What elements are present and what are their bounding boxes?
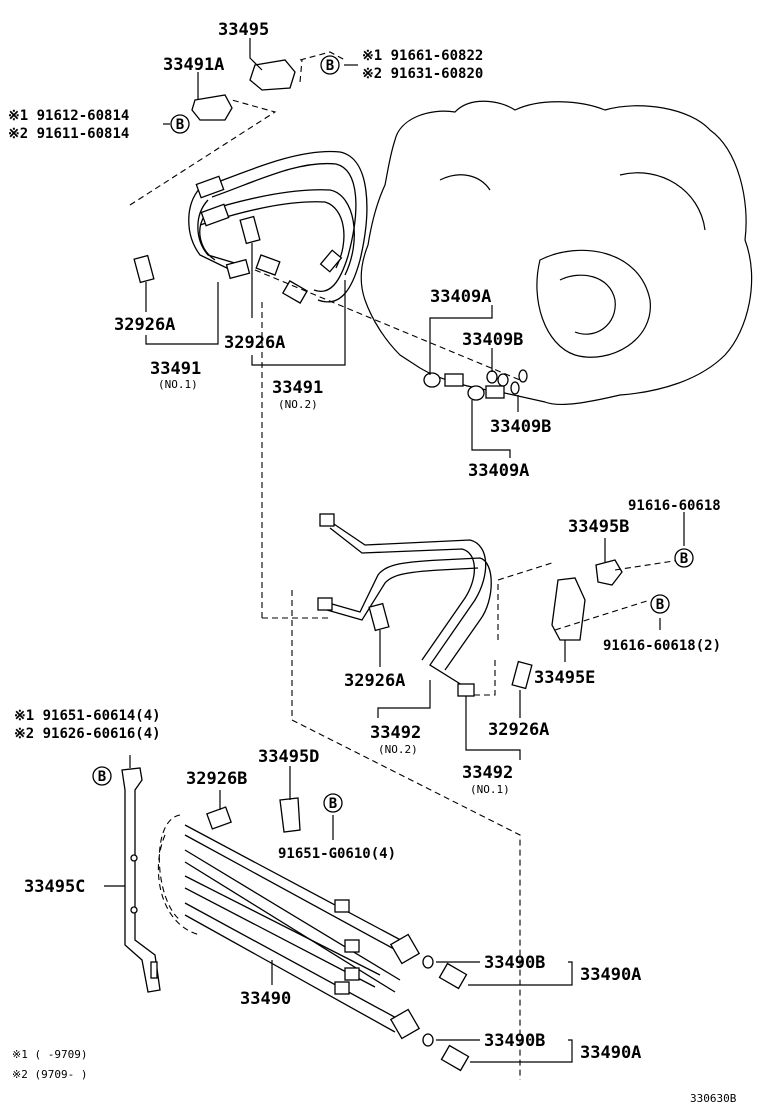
sleeve-32926A-mid-left — [368, 602, 390, 632]
label-bolt-top-1: ※1 91661-60822 — [362, 48, 483, 64]
bolt-marker-33495C: B — [92, 766, 112, 786]
label-33409B-top: 33409B — [462, 330, 523, 350]
label-32926B: 32926B — [186, 769, 247, 789]
label-33495D: 33495D — [258, 747, 319, 767]
svg-text:B: B — [98, 769, 106, 785]
svg-text:B: B — [656, 597, 664, 613]
label-33490B-upper: 33490B — [484, 953, 545, 973]
label-33492-no2: 33492 — [370, 723, 421, 743]
fittings-33409 — [423, 369, 528, 401]
bracket-33495C — [121, 767, 161, 993]
label-33409B-bottom: 33409B — [490, 417, 551, 437]
label-33491-no1: 33491 — [150, 359, 201, 379]
label-33490A-lower: 33490A — [580, 1043, 641, 1063]
label-32926A-upper-right: 32926A — [224, 333, 285, 353]
label-91616-60618-2: 91616-60618(2) — [603, 638, 721, 654]
label-91616-60618-top: 91616-60618 — [628, 498, 721, 514]
transmission-housing — [360, 100, 753, 406]
label-33490: 33490 — [240, 989, 291, 1009]
bolt-marker-33495D: B — [323, 793, 343, 813]
bolt-marker-top: B — [320, 55, 340, 75]
hose-33491 — [188, 150, 368, 304]
tubes-33492 — [317, 513, 492, 697]
label-bolt-mid-1: ※1 91651-60614(4) — [14, 708, 161, 724]
label-33495: 33495 — [218, 20, 269, 40]
bracket-33495D — [279, 797, 301, 833]
leader-lines — [104, 38, 685, 1063]
label-33409A-bottom: 33409A — [468, 461, 529, 481]
bracket-33495E — [551, 577, 586, 641]
label-33495B: 33495B — [568, 517, 629, 537]
label-33491-no2: 33491 — [272, 378, 323, 398]
label-33492-no2-sub: (NO.2) — [378, 743, 418, 756]
label-33491-no2-sub: (NO.2) — [278, 398, 318, 411]
bolt-marker-33495E: B — [650, 594, 670, 614]
svg-text:B: B — [329, 796, 337, 812]
sleeve-32926A-upper-left — [133, 254, 155, 284]
bolt-marker-left: B — [170, 114, 190, 134]
label-bolt-mid-2: ※2 91626-60616(4) — [14, 726, 161, 742]
label-33490A-upper: 33490A — [580, 965, 641, 985]
label-bolt-left-1: ※1 91612-60814 — [8, 108, 129, 124]
union-bolts-33490A — [422, 955, 470, 1072]
label-32926A-upper-left: 32926A — [114, 315, 175, 335]
sleeve-32926A-upper-right — [239, 215, 261, 245]
label-33409A-top: 33409A — [430, 287, 491, 307]
label-bolt-left-2: ※2 91611-60814 — [8, 126, 129, 142]
dashed-frame-upper — [129, 51, 346, 206]
svg-text:B: B — [326, 58, 334, 74]
label-33492-no1: 33492 — [462, 763, 513, 783]
bolt-marker-33495B: B — [674, 548, 694, 568]
dashed-frame-mid — [261, 300, 681, 1080]
note-1: ※1 ( -9709) — [12, 1048, 87, 1061]
label-bolt-top-2: ※2 91631-60820 — [362, 66, 483, 82]
part-labels: 33495 33491A ※1 91661-60822 ※2 91631-608… — [8, 20, 737, 1105]
hose-33490 — [157, 814, 421, 1040]
label-33490B-lower: 33490B — [484, 1031, 545, 1051]
label-33495E: 33495E — [534, 668, 595, 688]
bracket-33495B — [595, 559, 623, 586]
label-32926A-mid-right: 32926A — [488, 720, 549, 740]
label-33491A: 33491A — [163, 55, 224, 75]
sleeve-32926A-mid-right — [511, 660, 533, 690]
label-32926A-mid-left: 32926A — [344, 671, 405, 691]
svg-text:B: B — [680, 551, 688, 567]
label-33492-no1-sub: (NO.1) — [470, 783, 510, 796]
note-2: ※2 (9709- ) — [12, 1068, 87, 1081]
label-33495C: 33495C — [24, 877, 85, 897]
diagram-code: 330630B — [690, 1092, 737, 1105]
bracket-33495 — [191, 59, 296, 121]
label-91651-G0610: 91651-G0610(4) — [278, 846, 396, 862]
sleeve-32926B — [206, 806, 232, 830]
svg-text:B: B — [176, 117, 184, 133]
label-33491-no1-sub: (NO.1) — [158, 378, 198, 391]
